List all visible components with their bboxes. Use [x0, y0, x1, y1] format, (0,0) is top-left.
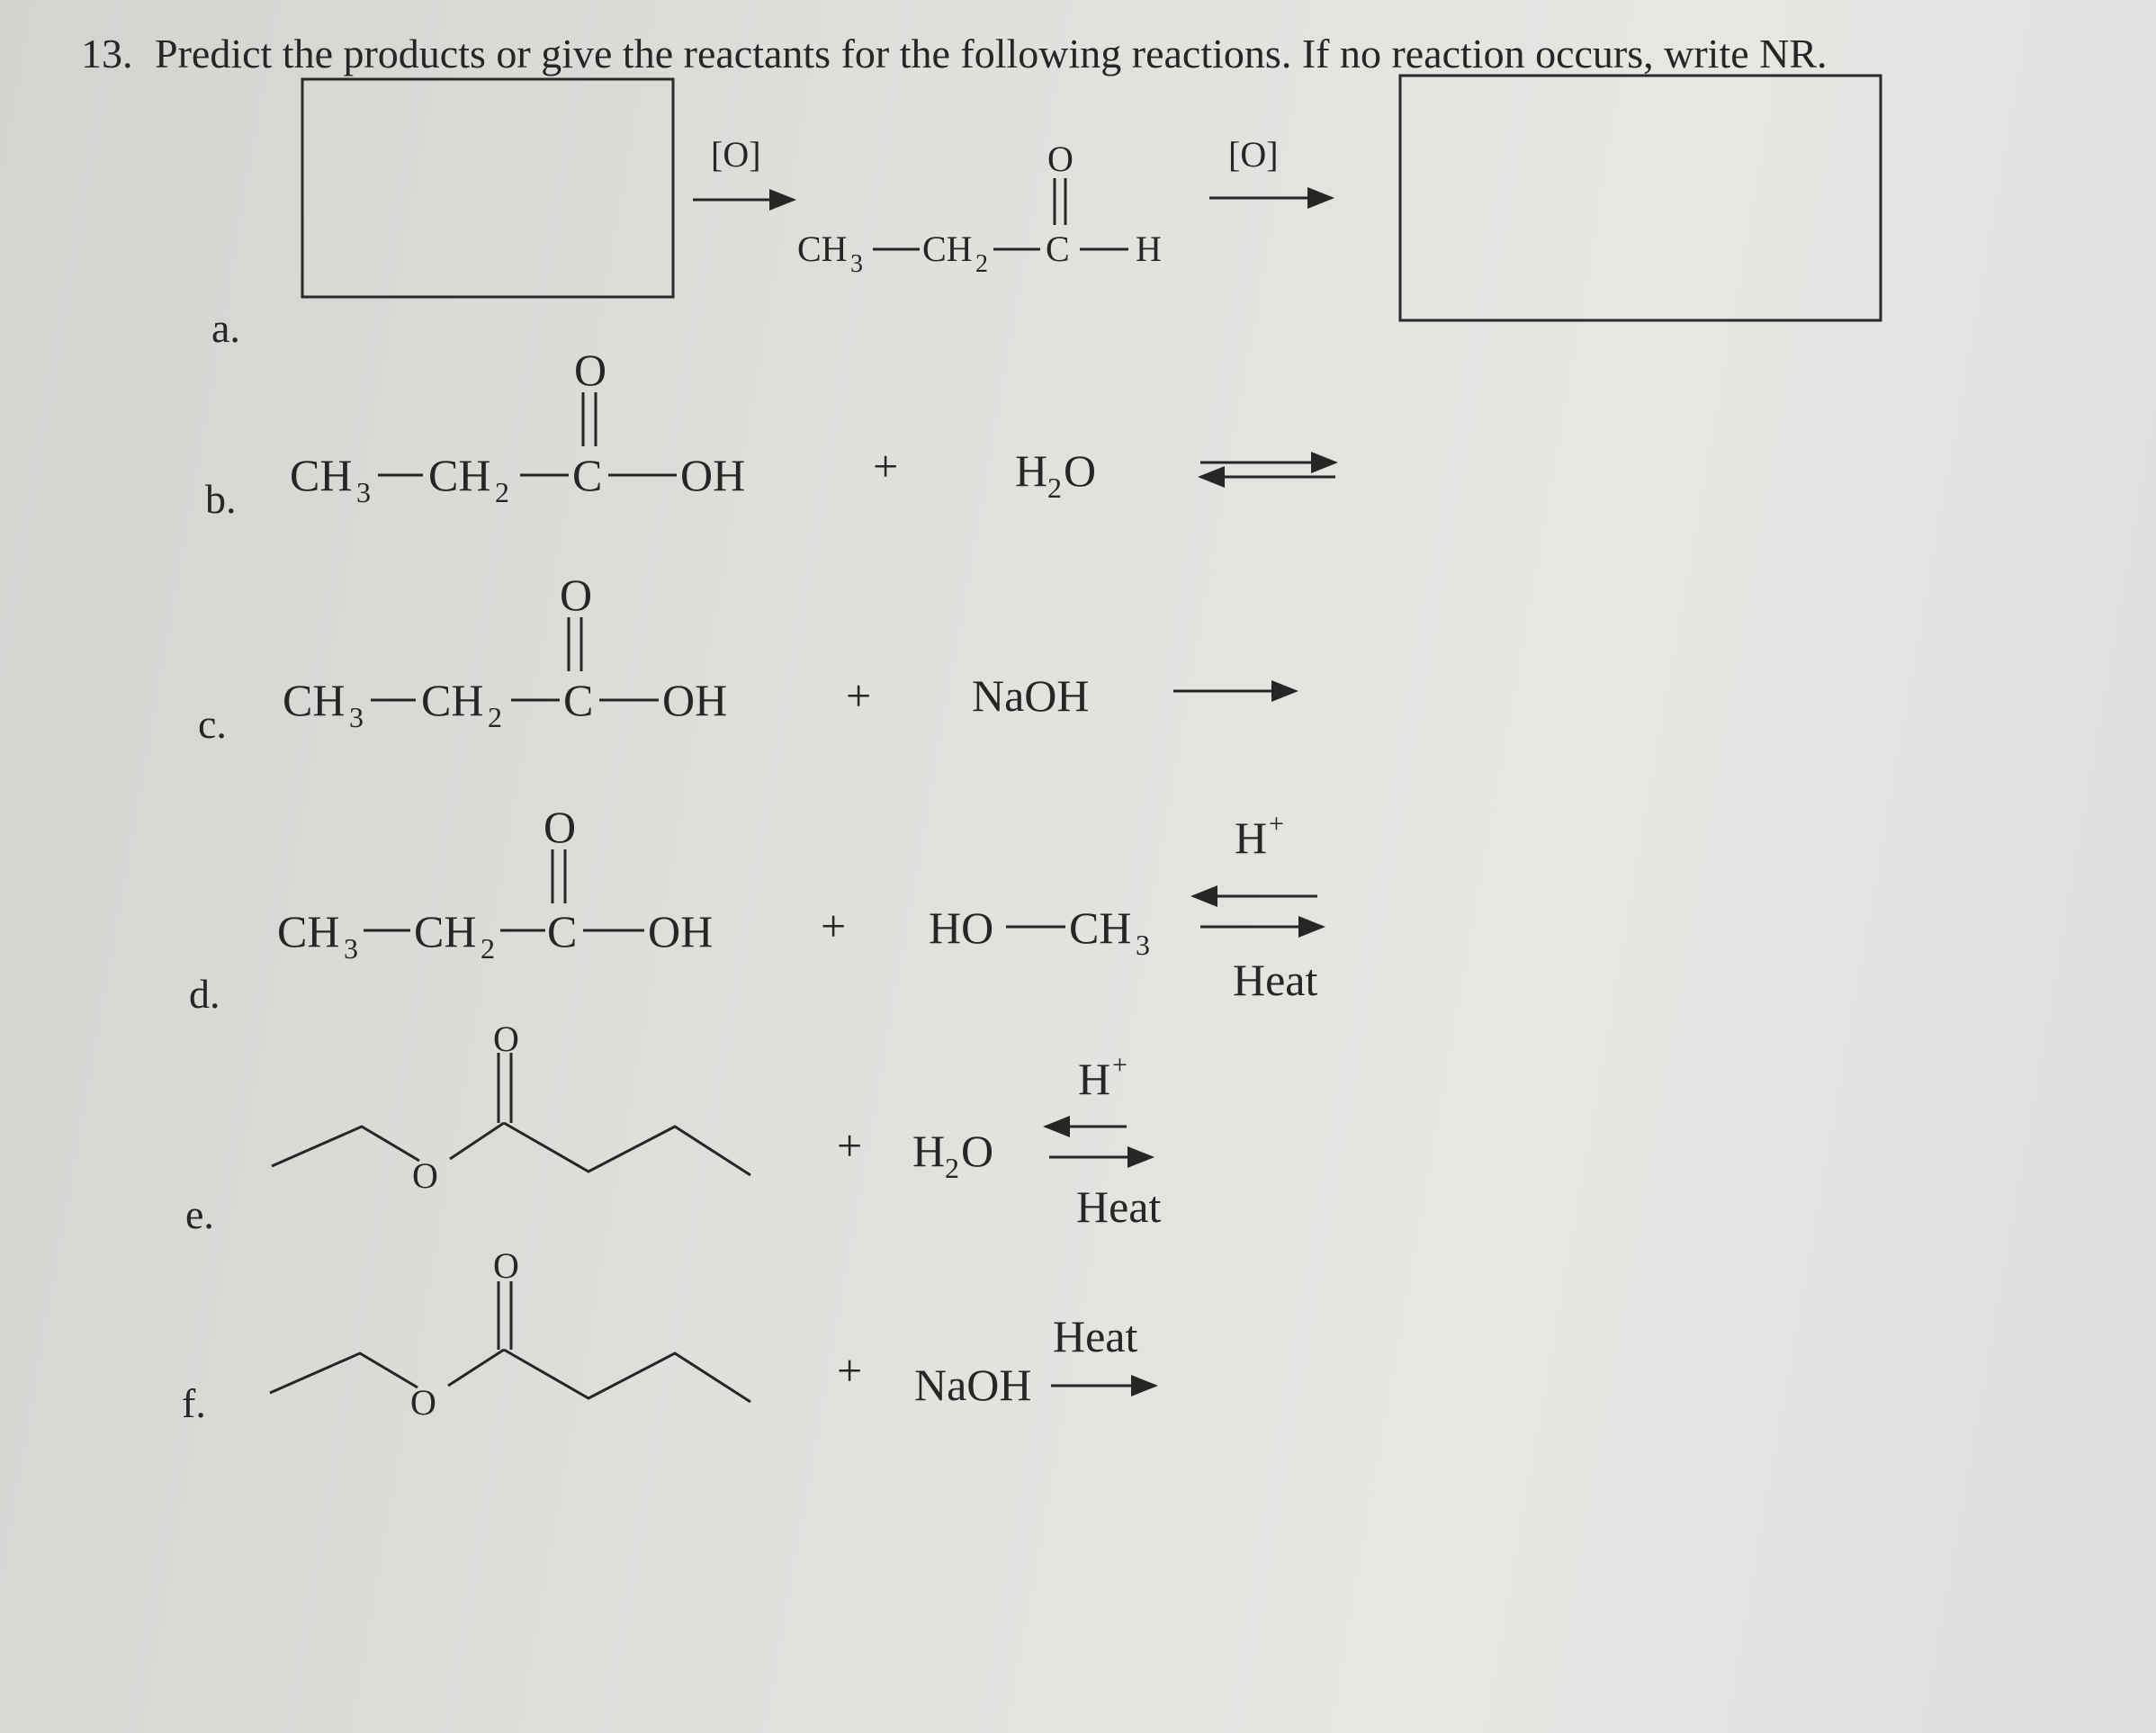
propanoic-acid-d: CH 3 CH 2 C OH O — [277, 802, 713, 965]
question-number: 13. — [81, 31, 133, 76]
answer-box-product[interactable] — [1398, 74, 1882, 322]
aldehyde-c: C — [1046, 229, 1070, 269]
plus-d: + — [821, 901, 846, 951]
acid-c: C — [563, 675, 593, 725]
acid-c: C — [547, 906, 577, 956]
oxidation-reagent-2: [O] — [1228, 134, 1279, 175]
acid-ch3: CH — [290, 450, 352, 500]
acid-ch3-sub: 3 — [349, 701, 364, 733]
ester-ether-o: O — [412, 1155, 438, 1196]
water-h: H — [1015, 445, 1047, 496]
ester-structure-e: O O — [271, 1019, 751, 1196]
question-text: Predict the products or give the reactan… — [155, 31, 1828, 76]
ester-carbonyl-o: O — [493, 1019, 519, 1059]
water-sub: 2 — [945, 1152, 959, 1184]
answer-box-reactant[interactable] — [301, 77, 675, 299]
plus-c: + — [846, 670, 871, 721]
acid-ch2: CH — [421, 675, 483, 725]
acid-ch2-sub: 2 — [481, 932, 495, 965]
ester-structure-f: O O — [269, 1245, 751, 1423]
propanal-structure: CH 3 CH 2 C H O — [797, 139, 1162, 278]
aldehyde-ch2: CH — [922, 229, 973, 269]
water-o: O — [961, 1126, 993, 1176]
water-sub: 2 — [1047, 471, 1062, 504]
acid-ch3-sub: 3 — [344, 932, 358, 965]
equilibrium-arrow-b — [1198, 452, 1338, 488]
catalyst-plus-d: + — [1269, 809, 1284, 839]
condition-heat-e: Heat — [1076, 1181, 1161, 1232]
catalyst-plus-e: + — [1112, 1050, 1127, 1080]
acid-ch2: CH — [414, 906, 476, 956]
ester-carbonyl-o: O — [493, 1245, 519, 1286]
acid-ch3-sub: 3 — [356, 476, 371, 508]
reagent-naoh-c: NaOH — [972, 670, 1090, 721]
condition-heat-f: Heat — [1053, 1311, 1137, 1361]
acid-ch3: CH — [283, 675, 345, 725]
alcohol-ho: HO — [929, 902, 993, 953]
water-h: H — [912, 1126, 945, 1176]
condition-heat-d: Heat — [1233, 955, 1317, 1005]
catalyst-h-d: H — [1235, 813, 1267, 863]
plus-b: + — [873, 441, 898, 491]
part-e-label: e. — [185, 1191, 214, 1237]
acid-o: O — [574, 345, 606, 395]
alcohol-ch3: CH — [1069, 902, 1131, 953]
catalyst-h-e: H — [1078, 1054, 1110, 1104]
plus-f: + — [837, 1345, 862, 1396]
reagent-naoh-f: NaOH — [914, 1360, 1032, 1410]
water-b: H 2 O — [1015, 445, 1096, 504]
part-c-label: c. — [198, 701, 227, 747]
aldehyde-ch3-sub: 3 — [850, 250, 863, 278]
aldehyde-ch3: CH — [797, 229, 848, 269]
acid-ch2-sub: 2 — [495, 476, 509, 508]
equilibrium-arrow-d — [1190, 885, 1325, 938]
alcohol-ch3-sub: 3 — [1136, 929, 1150, 961]
propanoic-acid-b: CH 3 CH 2 C OH O — [290, 345, 745, 508]
acid-o: O — [560, 570, 592, 620]
ester-ether-o: O — [410, 1382, 436, 1423]
acid-ch3: CH — [277, 906, 339, 956]
part-a-label: a. — [211, 305, 240, 351]
part-d-label: d. — [189, 971, 220, 1017]
acid-oh: OH — [662, 675, 727, 725]
acid-ch2-sub: 2 — [488, 701, 502, 733]
oxidation-reagent-1: [O] — [711, 134, 761, 175]
part-b-label: b. — [205, 476, 237, 522]
equilibrium-arrow-e — [1043, 1116, 1154, 1168]
acid-o: O — [543, 802, 576, 852]
acid-ch2: CH — [428, 450, 490, 500]
methanol-d: HO CH 3 — [929, 902, 1150, 961]
acid-c: C — [572, 450, 602, 500]
part-f-label: f. — [182, 1380, 206, 1426]
water-o: O — [1064, 445, 1096, 496]
acid-oh: OH — [648, 906, 713, 956]
acid-oh: OH — [680, 450, 745, 500]
water-e: H 2 O — [912, 1126, 993, 1184]
plus-e: + — [837, 1120, 862, 1171]
propanoic-acid-c: CH 3 CH 2 C OH O — [283, 570, 727, 733]
aldehyde-ch2-sub: 2 — [975, 250, 988, 278]
aldehyde-h: H — [1136, 229, 1162, 269]
aldehyde-o: O — [1047, 139, 1074, 179]
